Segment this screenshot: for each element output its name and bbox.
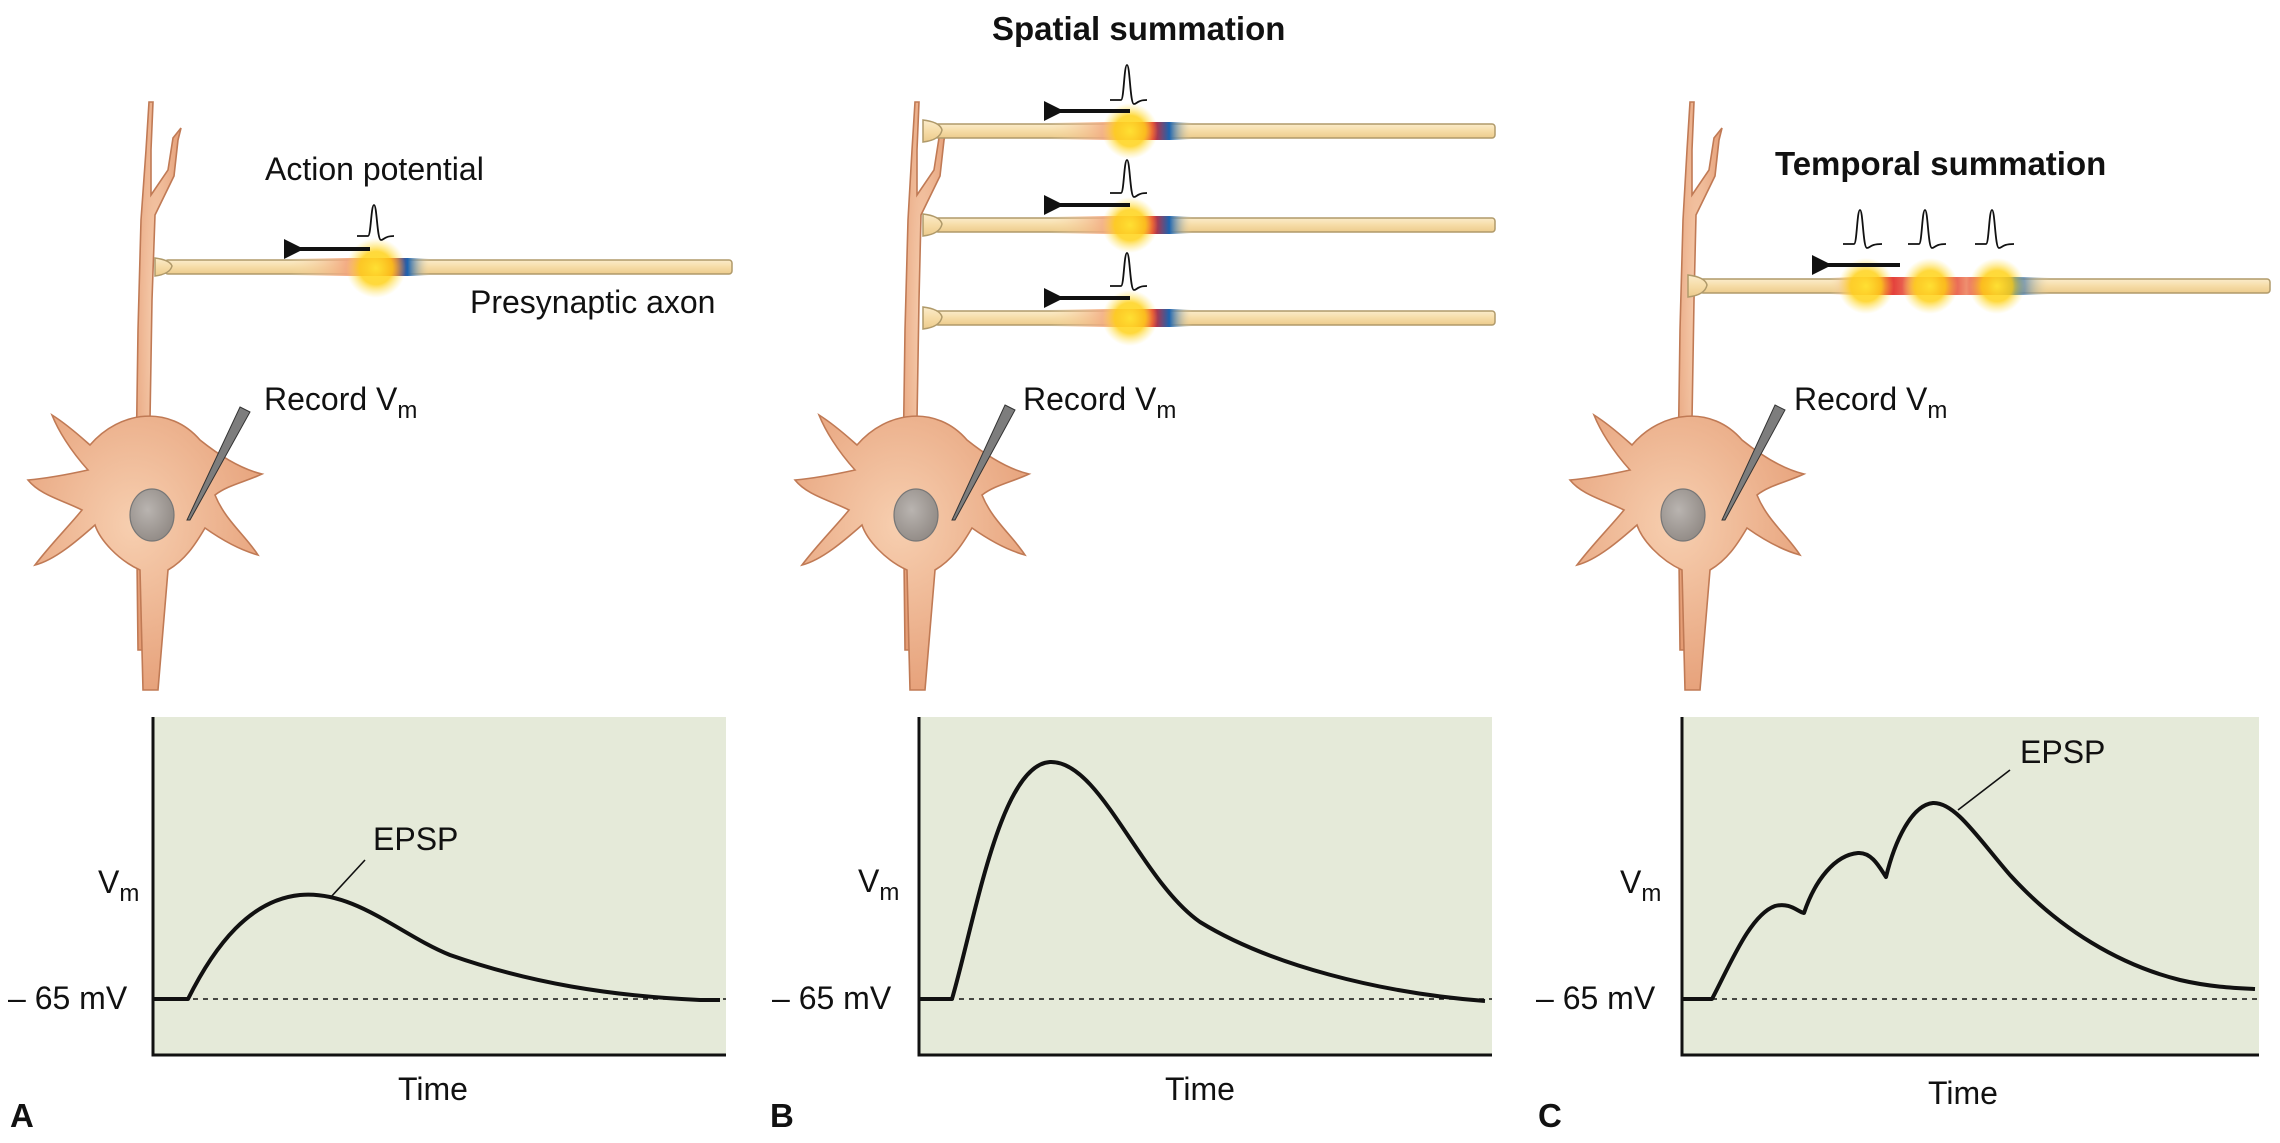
- time-axis-label-a: Time: [398, 1071, 468, 1107]
- ap-glow: [1102, 197, 1158, 253]
- plot-a-background: [153, 717, 726, 1055]
- ap-icon: [357, 204, 395, 241]
- ap-icon-1: [1843, 209, 1883, 249]
- ap-glow: [1102, 103, 1158, 159]
- plot-a-axes: [151, 717, 726, 1057]
- record-vm-label: Record Vm: [264, 381, 417, 424]
- soma: [793, 413, 1032, 691]
- presynaptic-axon-label: Presynaptic axon: [470, 284, 715, 320]
- nucleus: [1660, 488, 1706, 542]
- time-axis-label-c: Time: [1928, 1075, 1998, 1111]
- baseline-label-a: – 65 mV: [8, 980, 128, 1016]
- panel-b: Spatial summation: [770, 10, 1496, 1134]
- neuron-b: [793, 101, 1032, 691]
- time-axis-label-b: Time: [1165, 1071, 1235, 1107]
- ap-icon-3: [1975, 209, 2015, 249]
- ap-icon-2: [1908, 209, 1947, 249]
- epsp-trace-b: [919, 759, 1486, 1003]
- nucleus: [893, 488, 939, 542]
- presynaptic-axon-b3: [922, 252, 1496, 346]
- vm-axis-label-c: Vm: [1620, 864, 1661, 907]
- recording-pipette: [1721, 404, 1786, 521]
- recording-pipette: [951, 404, 1016, 521]
- ap-glow-3: [1969, 258, 2025, 314]
- ap-icon: [1110, 159, 1148, 198]
- panel-c: Temporal summation Record Vm EP: [1536, 101, 2271, 1134]
- ap-glow: [346, 238, 406, 298]
- plot-c-background: [1682, 717, 2259, 1055]
- panel-letter-b: B: [770, 1097, 794, 1134]
- presynaptic-axon-c: [1687, 209, 2271, 314]
- baseline-label-c: – 65 mV: [1536, 980, 1656, 1016]
- baseline-label-b: – 65 mV: [772, 980, 892, 1016]
- presynaptic-axon-b2: [922, 159, 1496, 253]
- temporal-summation-title: Temporal summation: [1775, 145, 2106, 182]
- vm-axis-label-a: Vm: [98, 864, 139, 907]
- plot-c: EPSP Vm – 65 mV Time: [1536, 717, 2259, 1111]
- epsp-label-a: EPSP: [373, 821, 458, 857]
- nucleus: [129, 488, 175, 542]
- ap-glow-2: [1902, 258, 1958, 314]
- epsp-trace-a: [153, 892, 720, 1002]
- action-potential-label: Action potential: [265, 151, 484, 187]
- panel-letter-a: A: [10, 1097, 34, 1134]
- recording-pipette: [186, 406, 251, 521]
- ap-glow: [1102, 290, 1158, 346]
- presynaptic-axon-b1: [922, 64, 1496, 159]
- plot-b: Vm – 65 mV Time: [772, 717, 1492, 1107]
- panel-letter-c: C: [1538, 1097, 1562, 1134]
- soma: [1568, 413, 1807, 691]
- panel-a: Action potential Presynaptic axon Record…: [8, 101, 733, 1134]
- vm-axis-label-b: Vm: [858, 863, 899, 906]
- epsp-label-c: EPSP: [2020, 734, 2105, 770]
- soma: [26, 413, 265, 691]
- plot-b-background: [919, 717, 1492, 1055]
- epsp-leader-c: [1957, 769, 2011, 811]
- epsp-leader-a: [329, 859, 366, 899]
- plot-b-axes: [917, 717, 1492, 1057]
- epsp-trace-c: [1682, 800, 2256, 1001]
- presynaptic-axon-a: [154, 204, 733, 298]
- plot-c-axes: [1680, 717, 2259, 1057]
- ap-icon: [1110, 64, 1148, 105]
- record-vm-label: Record Vm: [1023, 381, 1176, 424]
- record-vm-label: Record Vm: [1794, 381, 1947, 424]
- neuron-a: [26, 101, 265, 691]
- plot-a: EPSP Vm – 65 mV Time: [8, 717, 726, 1107]
- neuron-c: [1568, 101, 1807, 691]
- ap-glow-1: [1838, 258, 1894, 314]
- spatial-summation-title: Spatial summation: [992, 10, 1285, 47]
- ap-icon: [1110, 252, 1148, 291]
